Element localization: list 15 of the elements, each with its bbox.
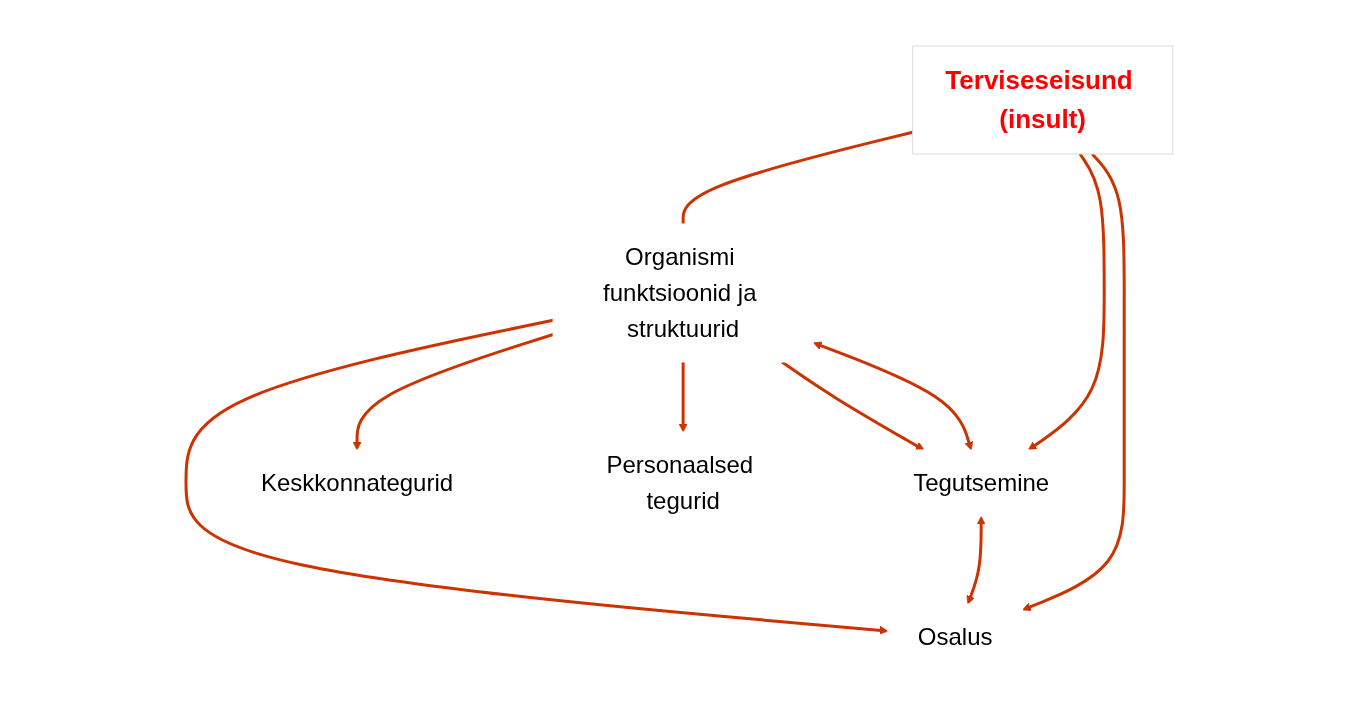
- arrow: [678, 361, 688, 432]
- node-text: Keskkonnategurid: [260, 468, 453, 496]
- arrow: [1021, 152, 1126, 611]
- arrow: [780, 360, 925, 450]
- connector: [681, 130, 913, 224]
- node-text: Tegutsemine: [912, 468, 1049, 496]
- arrow: [184, 318, 888, 635]
- arrow: [352, 332, 554, 450]
- node-box: Terviseseisund (insult): [911, 45, 1173, 154]
- node-text: Organismi funktsioonid ja struktuurid: [602, 242, 757, 342]
- arrow: [1027, 152, 1106, 450]
- node-text: Osalus: [917, 622, 993, 650]
- node-text: Personaalsed tegurid: [606, 450, 753, 514]
- arrow: [812, 341, 973, 450]
- arrow: [966, 515, 986, 604]
